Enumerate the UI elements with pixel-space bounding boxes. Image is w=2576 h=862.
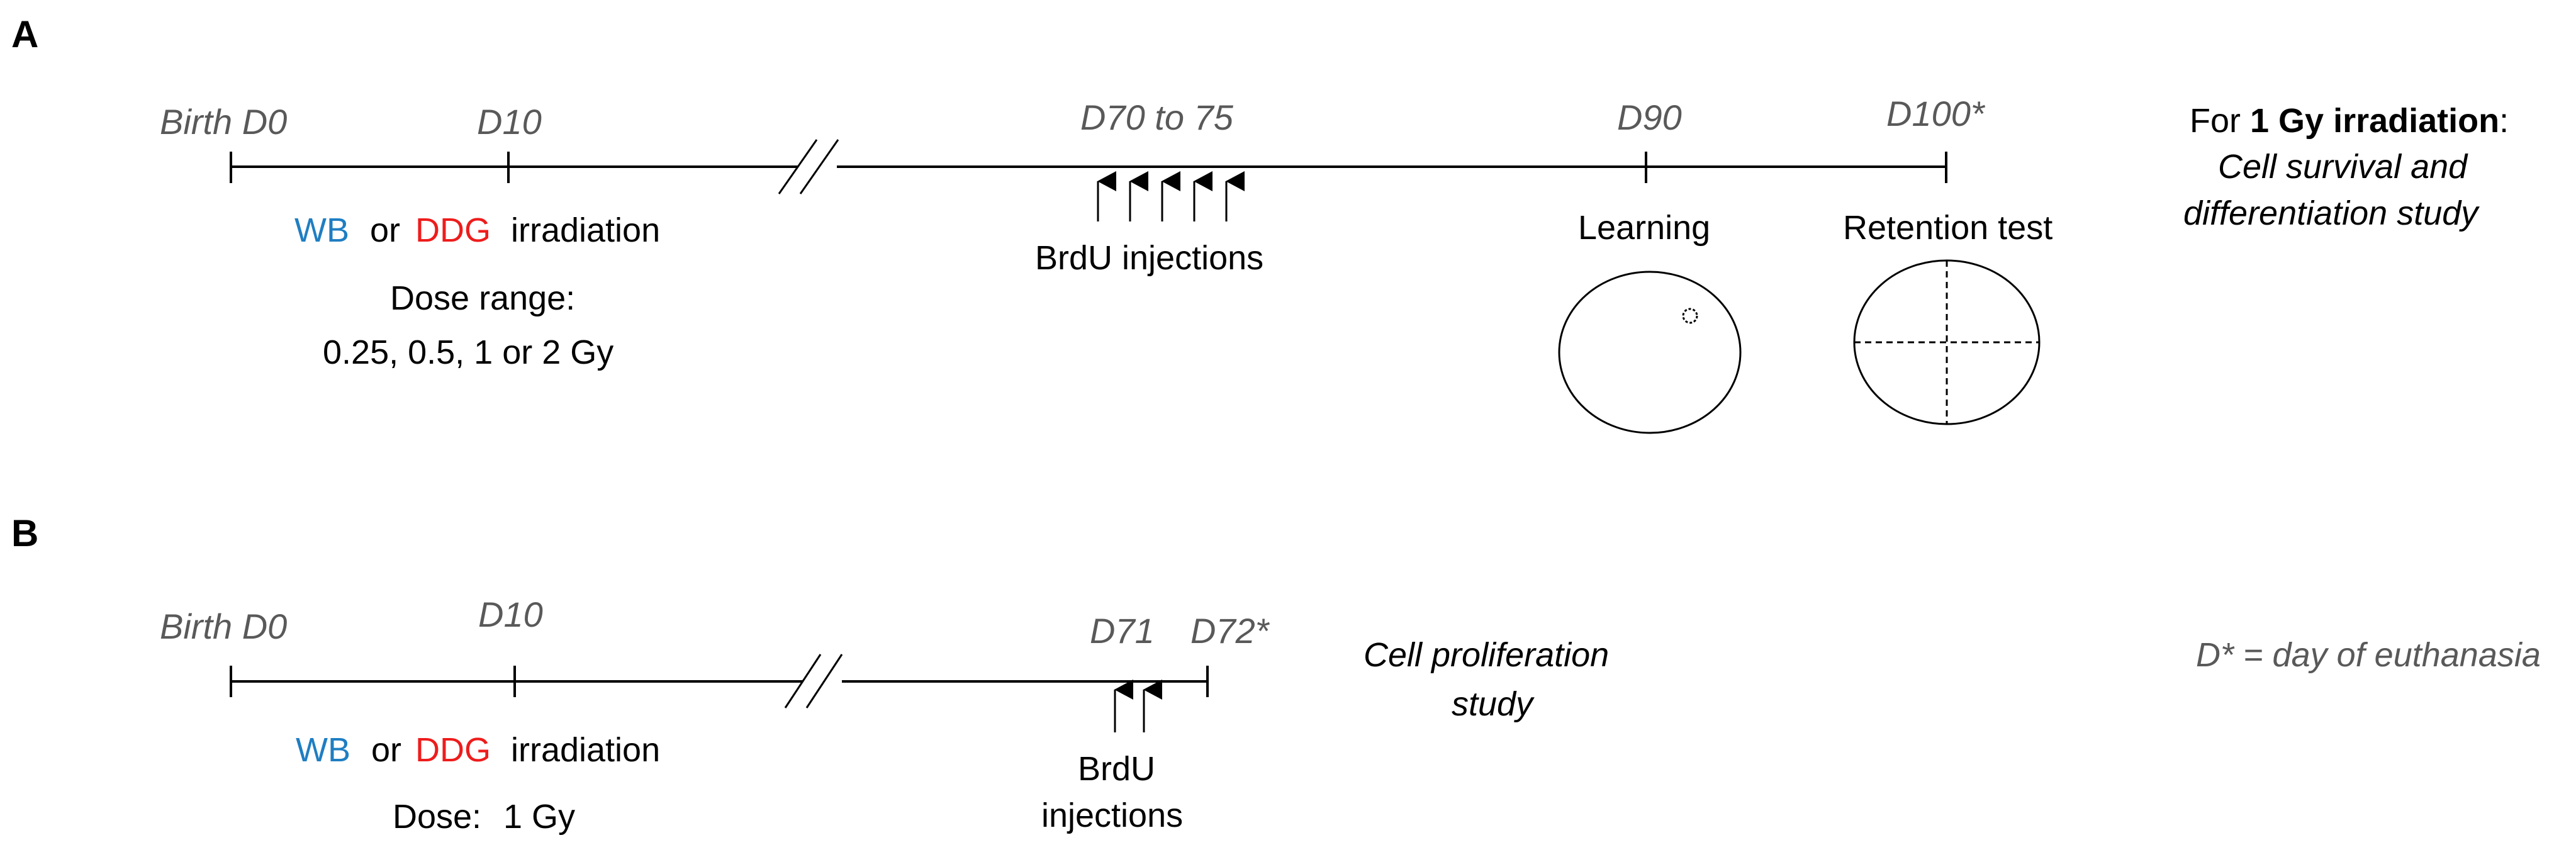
euthanasia-footnote: D* = day of euthanasia [2196,636,2541,674]
cell-proliferation-label-line-1: Cell proliferation [1364,636,1609,674]
day-label-d70-to-75: D70 to 75 [1080,98,1234,137]
panel-b-timeline [230,654,1209,708]
irradiation-label-a: WB or DDG irradiation [294,211,660,249]
day-label-d10: D10 [477,102,542,142]
irradiation-label-b: WB or DDG irradiation [296,731,660,769]
brdu-injections-label-a: BrdU injections [1035,239,1263,277]
water-maze-learning-icon [1558,271,1742,434]
brdu-injection-arrows-a [1097,171,1245,221]
ddg-label-b: DDG [415,731,491,769]
day-label-d10-b: D10 [478,595,543,634]
day-label-d90: D90 [1617,98,1682,137]
day-label-d100: D100* [1886,94,1986,133]
note-1gy-line-3: differentiation study [2183,194,2480,232]
day-label-birth-d0: Birth D0 [160,102,287,142]
panel-a-label: A [11,13,38,55]
dose-value-b: 1 Gy [503,798,575,836]
brdu-label-b-line-1: BrdU [1078,750,1155,788]
irradiation-word: irradiation [511,211,660,249]
or-label: or [370,211,400,249]
or-label-b: or [371,731,401,769]
maze-pool-learning [1558,271,1742,434]
dose-range-values: 0.25, 0.5, 1 or 2 Gy [323,333,613,371]
water-maze-retention-icon [1853,259,2041,425]
axis-break-b-1 [784,654,822,708]
axis-break-b-2 [805,654,843,708]
ddg-label: DDG [415,211,491,249]
wb-label-b: WB [296,731,350,769]
dose-label-b: Dose:1 Gy [393,798,575,836]
cell-proliferation-label-line-2: study [1452,685,1535,723]
learning-label: Learning [1578,209,1710,247]
note-1gy-line-2: Cell survival and [2218,148,2468,186]
irradiation-word-b: irradiation [511,731,660,769]
panel-b-label: B [11,512,38,554]
retention-test-label: Retention test [1843,209,2052,247]
note-1gy-line-1: For 1 Gy irradiation: [2190,102,2509,140]
panel-a-timeline [230,139,1947,194]
dose-range-label: Dose range: [390,279,575,317]
hidden-platform-icon [1682,308,1698,324]
brdu-label-b-line-2: injections [1041,797,1183,834]
axis-break-a-1 [778,139,818,194]
day-label-d72: D72* [1190,611,1270,651]
day-label-d71: D71 [1090,611,1155,651]
brdu-injection-arrows-b [1114,680,1162,732]
axis-break-a-2 [799,139,839,194]
wb-label: WB [294,211,349,249]
day-label-birth-d0-b: Birth D0 [160,607,287,646]
